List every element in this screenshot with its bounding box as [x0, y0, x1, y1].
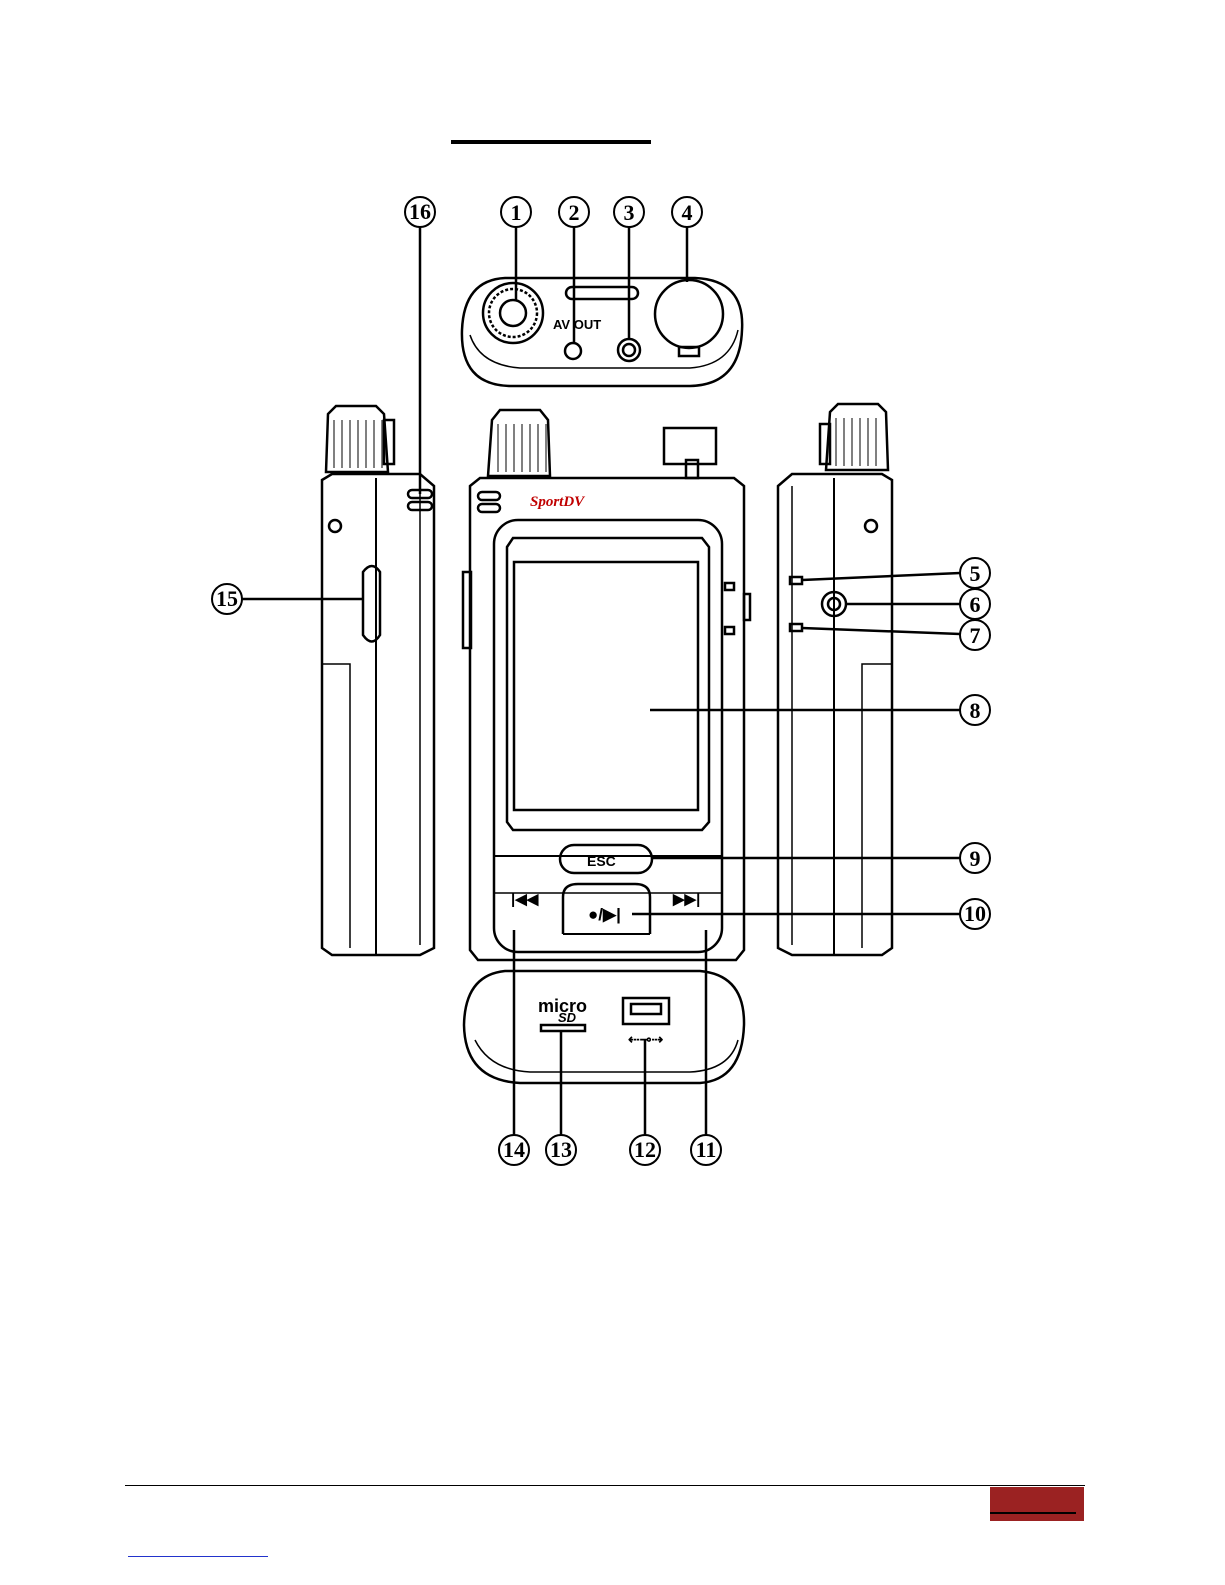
- svg-text:3: 3: [624, 200, 635, 225]
- svg-text:8: 8: [970, 698, 981, 723]
- svg-text:1: 1: [511, 200, 522, 225]
- previous-button[interactable]: |◀◀: [511, 891, 539, 908]
- footer-link-underline[interactable]: [128, 1556, 268, 1557]
- brand-logo: SportDV: [530, 494, 586, 510]
- callout-9: 9: [960, 843, 990, 873]
- callout-16: 16: [405, 197, 435, 227]
- page-tab-line: [990, 1512, 1076, 1514]
- svg-text:5: 5: [970, 561, 981, 586]
- callout-8: 8: [960, 695, 990, 725]
- callout-5: 5: [960, 558, 990, 588]
- left-side-view: [322, 406, 434, 955]
- callout-12: 12: [630, 1135, 660, 1165]
- esc-button[interactable]: ESC: [587, 853, 616, 869]
- bottom-view: [464, 971, 744, 1083]
- callout-10: 10: [960, 899, 990, 929]
- sd-logo: SD: [558, 1010, 577, 1025]
- callout-7: 7: [960, 620, 990, 650]
- callout-15: 15: [212, 584, 242, 614]
- callout-2: 2: [559, 197, 589, 227]
- svg-text:14: 14: [503, 1137, 525, 1162]
- page-number-tab: [990, 1487, 1084, 1521]
- svg-text:7: 7: [970, 623, 981, 648]
- front-view: [463, 410, 750, 960]
- record-play-button[interactable]: ●/▶|: [588, 905, 621, 924]
- callout-13: 13: [546, 1135, 576, 1165]
- svg-text:9: 9: [970, 846, 981, 871]
- svg-text:13: 13: [550, 1137, 572, 1162]
- svg-text:6: 6: [970, 592, 981, 617]
- svg-text:2: 2: [569, 200, 580, 225]
- svg-text:4: 4: [682, 200, 693, 225]
- callout-14: 14: [499, 1135, 529, 1165]
- footer-rule: [125, 1485, 1085, 1486]
- av-out-label: AV OUT: [553, 317, 601, 332]
- callout-11: 11: [691, 1135, 721, 1165]
- svg-text:15: 15: [216, 586, 238, 611]
- right-side-view: [778, 404, 892, 955]
- callout-3: 3: [614, 197, 644, 227]
- svg-text:12: 12: [634, 1137, 656, 1162]
- next-button[interactable]: ▶▶|: [672, 891, 700, 908]
- svg-text:16: 16: [409, 199, 431, 224]
- callout-1: 1: [501, 197, 531, 227]
- svg-text:11: 11: [696, 1137, 717, 1162]
- callout-4: 4: [672, 197, 702, 227]
- top-view: [462, 278, 742, 386]
- svg-text:10: 10: [964, 901, 986, 926]
- callout-6: 6: [960, 589, 990, 619]
